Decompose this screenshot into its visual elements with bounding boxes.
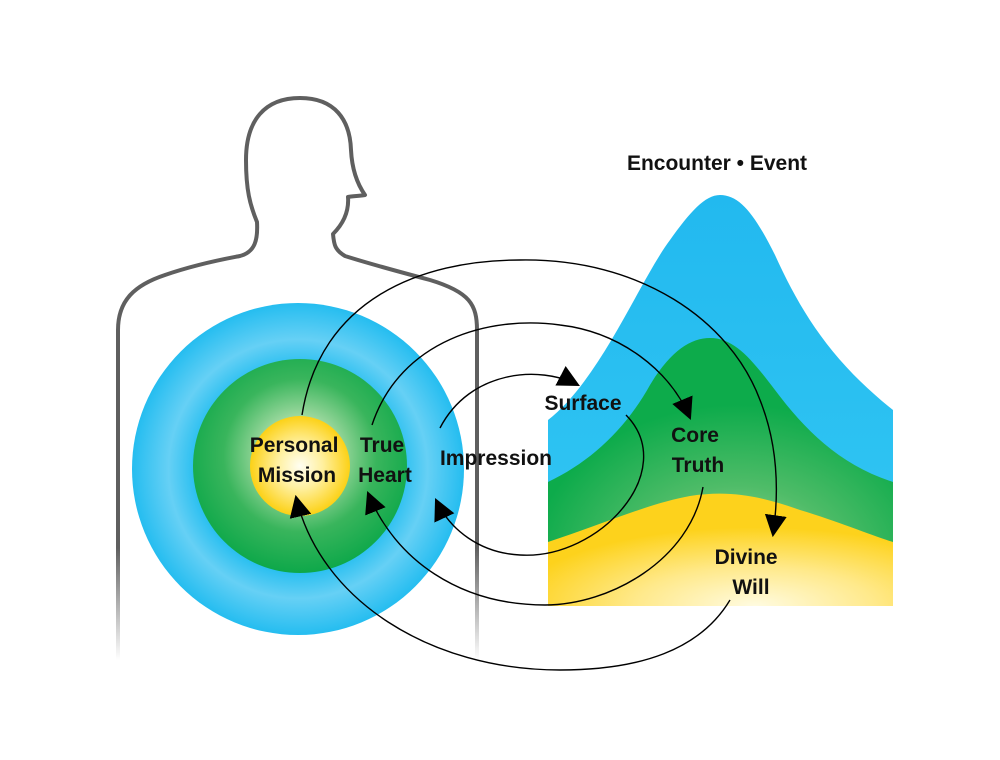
impression-label: Impression (440, 447, 552, 470)
true-heart-label: True Heart (358, 434, 412, 487)
diagram-title: Encounter • Event (627, 152, 807, 175)
arc-surface-to-impression (434, 414, 645, 556)
personal-mission-core (250, 416, 350, 516)
personal-mission-label: Personal Mission (250, 434, 345, 487)
arc-personal-mission-to-divine-will (301, 259, 787, 538)
arc-true-heart-to-core-truth (371, 322, 693, 426)
surface-label: Surface (544, 392, 621, 415)
person-silhouette (116, 96, 479, 660)
arc-divine-will-to-personal-mission (289, 494, 731, 671)
arc-impression-to-surface (439, 366, 580, 429)
arc-core-truth-to-true-heart (365, 486, 704, 606)
divine-will-label: Divine Will (715, 546, 784, 599)
divine-will-layer (548, 493, 893, 606)
core-truth-label: Core Truth (671, 424, 725, 477)
